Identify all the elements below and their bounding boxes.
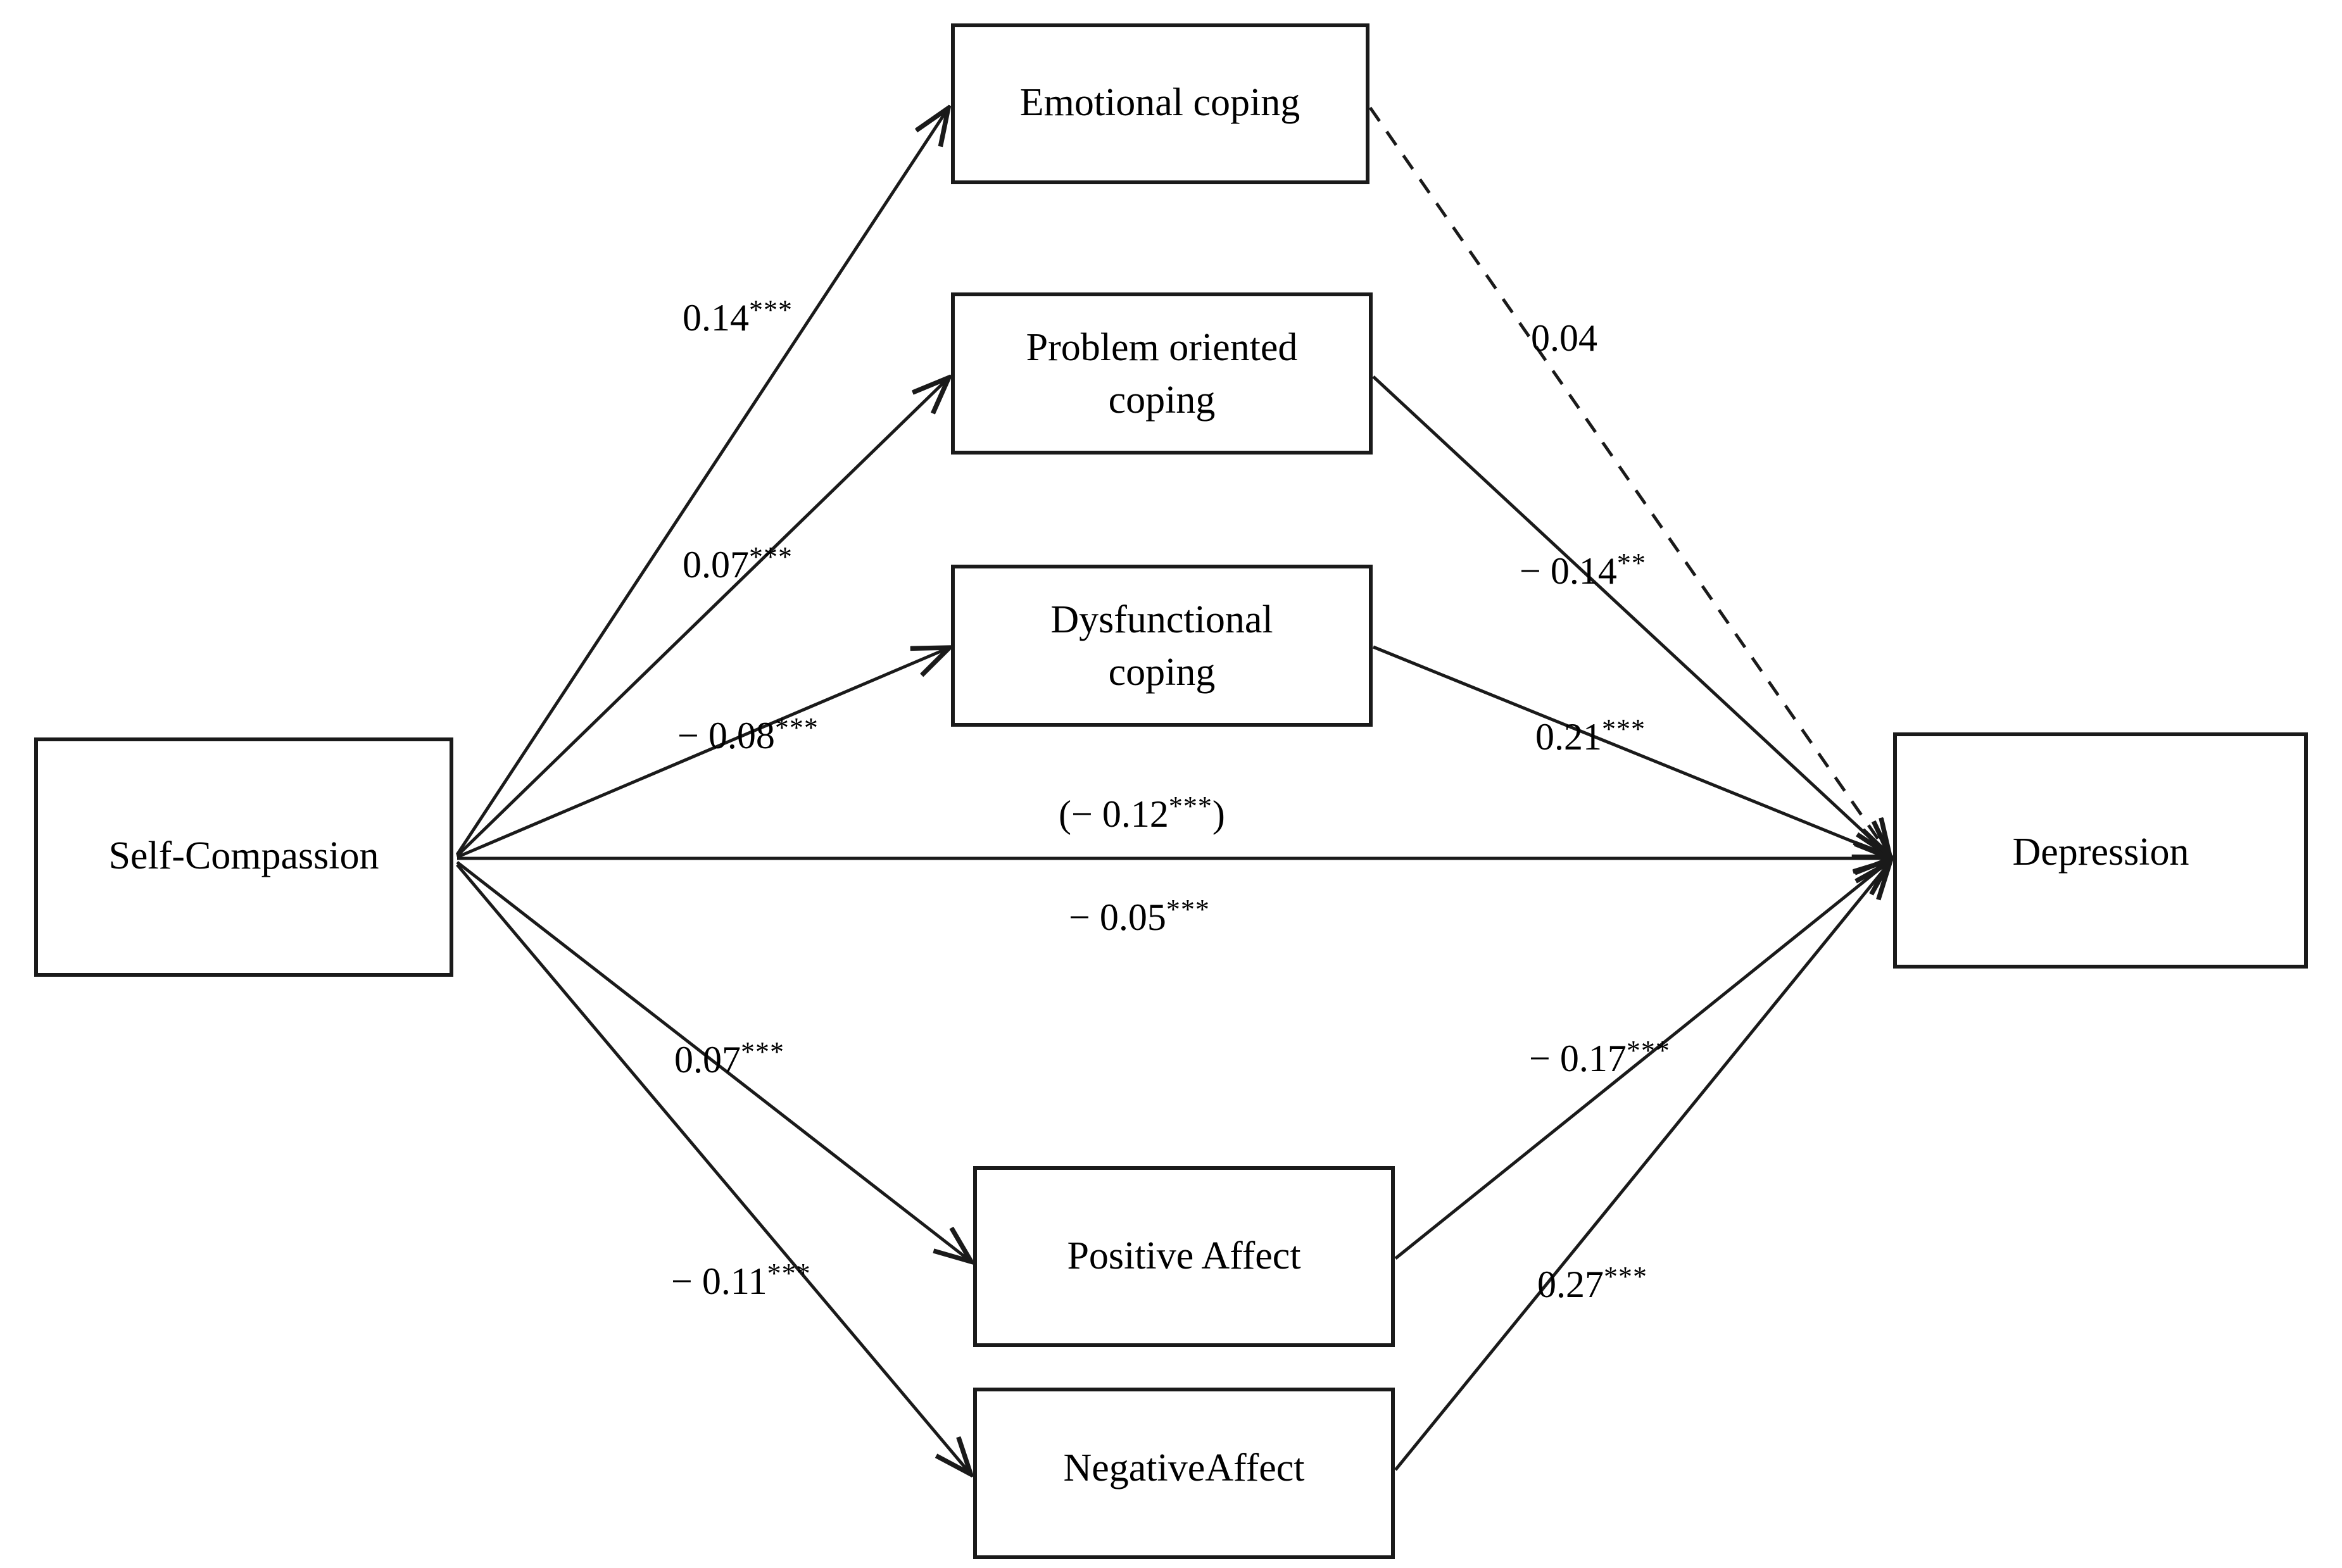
significance-stars: *** [1168,791,1212,822]
significance-stars: *** [1626,1035,1670,1066]
coefficient-value: − 0.14 [1520,550,1617,592]
node-dysfunctional-coping[interactable] [951,565,1373,727]
node-problem-oriented-coping[interactable] [951,292,1373,455]
significance-stars: *** [749,294,793,325]
coefficient-value: 0.07 [683,544,749,586]
significance-stars: *** [774,712,819,743]
significance-stars: *** [749,541,793,572]
path-emotional-coping-to-depression [1368,106,1888,853]
coefficient-total-effect: (− 0.12***) [1059,791,1225,835]
coefficient-emotional-coping-to-depression: 0.04 [1531,317,1597,357]
node-label-self-compassion: Self-Compassion [108,834,379,877]
coefficient-sc-to-dysfunctional-coping: − 0.08*** [677,714,819,755]
node-label-problem-oriented-coping-line2: coping [1109,379,1216,422]
node-label-problem-oriented-coping-line1: Problem oriented [1026,326,1298,369]
coefficient-value: 0.04 [1531,317,1597,359]
coefficient-value: − 0.08 [677,715,775,756]
coefficient-problem-coping-to-depression: − 0.14** [1520,548,1646,592]
coefficient-direct-effect: − 0.05*** [1069,894,1210,938]
node-label-negative-affect: NegativeAffect [1064,1446,1305,1490]
coefficient-value: 0.07 [674,1039,741,1081]
significance-stars: *** [1166,894,1210,925]
path-sc-to-negative-affect [456,863,969,1472]
path-dysfunctional-coping-to-depression [1373,645,1888,856]
node-negative-affect[interactable] [973,1388,1395,1559]
coefficient-value: 0.21 [1535,716,1602,758]
path-problem-coping-to-depression [1372,375,1888,855]
coefficient-dysfunctional-coping-to-depression: 0.21*** [1535,715,1646,756]
significance-stars: ** [1616,548,1646,579]
significance-stars: *** [1602,713,1646,744]
node-emotional-coping[interactable] [951,23,1369,184]
closing-paren: ) [1212,793,1225,835]
coefficient-value: − 0.11 [671,1260,767,1302]
coefficient-value: − 0.05 [1069,896,1166,938]
node-label-emotional-coping: Emotional coping [1020,81,1300,124]
coefficient-value: − 0.17 [1529,1038,1627,1079]
path-sc-to-positive-affect [456,861,969,1260]
coefficient-sc-to-emotional-coping: 0.14*** [683,296,793,337]
significance-stars: *** [741,1036,784,1067]
node-label-positive-affect: Positive Affect [1067,1234,1300,1277]
coefficient-value: (− 0.12 [1059,793,1169,835]
path-positive-affect-to-depression [1394,862,1888,1260]
node-self-compassion[interactable] [34,737,453,977]
coefficient-value: 0.27 [1537,1264,1604,1305]
node-label-dysfunctional-coping-line1: Dysfunctional [1050,598,1273,641]
significance-stars: *** [767,1258,811,1289]
coefficient-sc-to-positive-affect: 0.07*** [674,1038,784,1079]
path-negative-affect-to-depression [1394,865,1888,1471]
node-positive-affect[interactable] [973,1166,1395,1347]
coefficient-value: 0.14 [683,297,749,339]
node-label-depression: Depression [2013,831,2189,874]
coefficient-sc-to-negative-affect: − 0.11*** [671,1258,811,1302]
coefficient-positive-affect-to-depression: − 0.17*** [1529,1035,1670,1079]
path-sc-to-emotional-coping [455,111,947,856]
node-label-dysfunctional-coping-line2: coping [1109,651,1216,694]
coefficient-negative-affect-to-depression: 0.27*** [1537,1261,1647,1305]
significance-stars: *** [1604,1261,1647,1292]
path-sc-to-dysfunctional-coping [456,649,947,859]
coefficient-sc-to-problem-coping: 0.07*** [683,543,793,584]
path-sc-to-problem-coping [456,380,947,857]
node-depression[interactable] [1893,732,2308,969]
